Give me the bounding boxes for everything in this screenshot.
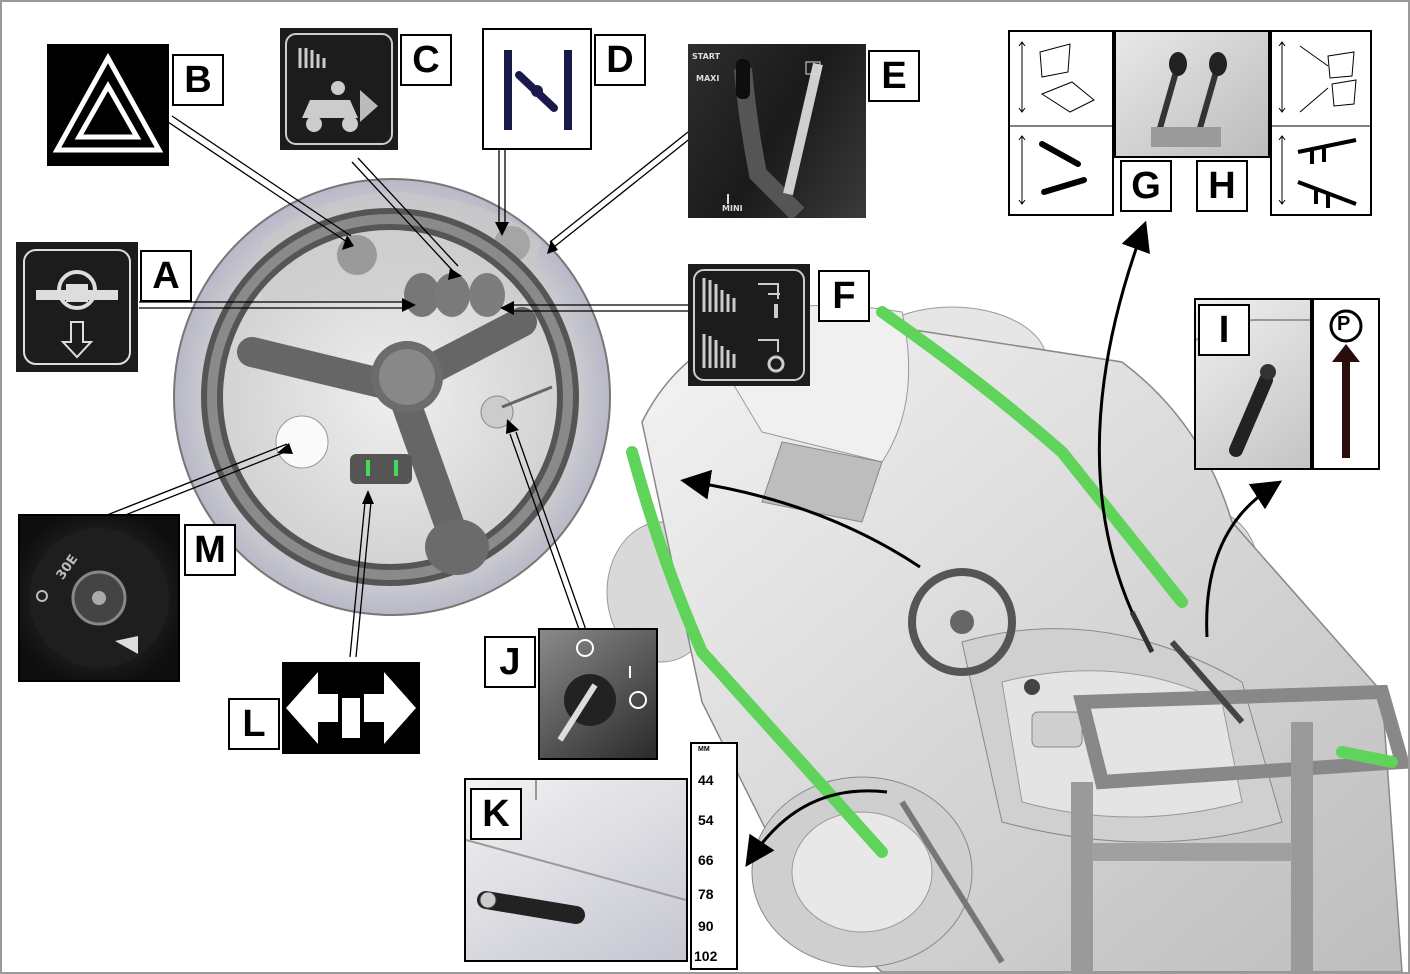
lift-tilt-diagram <box>1010 41 1112 205</box>
hydraulic-levers-image <box>1151 52 1227 147</box>
panel-gh-levers-photo <box>1114 30 1270 158</box>
label-g: G <box>1120 160 1172 212</box>
panel-h-diagram <box>1270 30 1372 216</box>
height-scale-tick: 78 <box>698 886 714 902</box>
height-scale-tick: 66 <box>698 852 714 868</box>
mower-operator-icon <box>285 33 393 145</box>
label-i: I <box>1198 304 1250 356</box>
height-scale-tick: 90 <box>698 918 714 934</box>
leader-arrowheads <box>277 222 558 504</box>
panel-b-hazard-icon <box>47 44 169 166</box>
panel-d-choke-icon <box>482 28 592 150</box>
panel-e-throttle-photo: START MAXI MINI <box>688 44 866 221</box>
panel-i-parking-symbol: P <box>1312 298 1380 470</box>
curved-arrows <box>680 220 1283 867</box>
steering-wheel-closeup <box>173 178 611 616</box>
lock-pto-icon <box>23 249 131 365</box>
parking-arrow-icon <box>1329 309 1363 458</box>
panel-f-cutting-unit-icon <box>688 264 810 386</box>
throttle-maxi-label: MAXI <box>696 74 720 83</box>
double-arrow-icon <box>286 672 416 744</box>
panel-g-diagram <box>1008 30 1114 216</box>
throttle-lever-image <box>727 59 823 221</box>
hazard-triangle-icon <box>52 52 164 153</box>
height-scale-unit: MM <box>698 746 710 753</box>
panel-c-cutting-engage-icon <box>280 28 398 150</box>
label-j: J <box>484 636 536 688</box>
label-a: A <box>140 250 192 302</box>
height-scale: MM 44 54 66 78 90 102 <box>690 742 738 970</box>
label-e: E <box>868 50 920 102</box>
label-c: C <box>400 34 452 86</box>
cutting-unit-raise-lower-icon <box>693 269 805 381</box>
label-h: H <box>1196 160 1248 212</box>
label-f: F <box>818 270 870 322</box>
panel-m-horn-photo: 30E <box>18 514 180 682</box>
throttle-start-label: START <box>692 52 721 61</box>
height-scale-tick: 102 <box>694 948 718 964</box>
panel-l-direction-icon <box>282 662 420 754</box>
height-scale-tick: 54 <box>698 812 714 828</box>
parking-p-symbol: P <box>1337 313 1351 335</box>
height-scale-tick: 44 <box>698 772 714 788</box>
panel-a-pto-icon <box>16 242 138 372</box>
throttle-mini-label: MINI <box>722 204 743 213</box>
attachment-tilt-diagram <box>1272 41 1370 208</box>
horn-button-image <box>29 528 169 668</box>
label-k: K <box>470 788 522 840</box>
label-m: M <box>184 524 236 576</box>
label-l: L <box>228 698 280 750</box>
tractor-body <box>606 304 1408 972</box>
panel-j-ignition-photo <box>538 628 658 760</box>
leader-lines <box>101 115 693 658</box>
height-lever-image <box>465 780 687 924</box>
choke-valve-icon <box>504 50 572 130</box>
ignition-key-image <box>557 639 647 742</box>
label-b: B <box>172 54 224 106</box>
green-frame <box>626 306 1398 858</box>
label-d: D <box>594 34 646 86</box>
